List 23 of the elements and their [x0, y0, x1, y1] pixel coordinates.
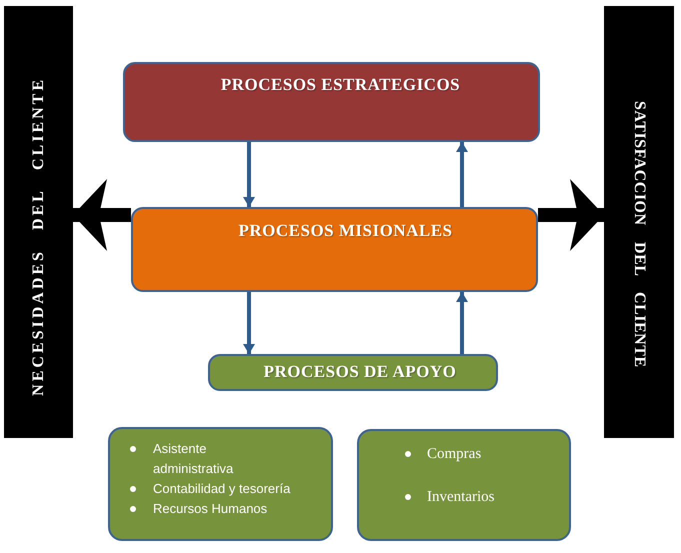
- block-arrow: [538, 179, 604, 251]
- box-title: PROCESOS MISIONALES: [238, 221, 453, 241]
- banner-label: SATISFACCION DEL CLIENTE: [630, 100, 648, 368]
- box-title: PROCESOS ESTRATEGICOS: [220, 75, 460, 95]
- list-box: [108, 427, 333, 541]
- process-box: [208, 354, 498, 391]
- list-box: [357, 429, 571, 541]
- side-banner: [4, 6, 73, 438]
- arrow: [243, 142, 255, 207]
- process-box: [131, 207, 538, 292]
- arrow: [456, 292, 468, 354]
- arrow: [456, 142, 468, 207]
- arrow: [243, 292, 255, 354]
- block-arrow: [73, 179, 131, 251]
- list-item: Compras: [427, 445, 482, 463]
- banner-label: NECESIDADES DEL CLIENTE: [30, 76, 48, 396]
- side-banner: [604, 6, 674, 438]
- list-item: Asistente administrativa: [153, 440, 234, 478]
- box-title: PROCESOS DE APOYO: [264, 362, 456, 382]
- list-item: Contabilidad y tesorería: [153, 480, 290, 498]
- process-box: [123, 62, 540, 142]
- list-item: Recursos Humanos: [153, 500, 268, 518]
- list-item: Inventarios: [427, 488, 494, 506]
